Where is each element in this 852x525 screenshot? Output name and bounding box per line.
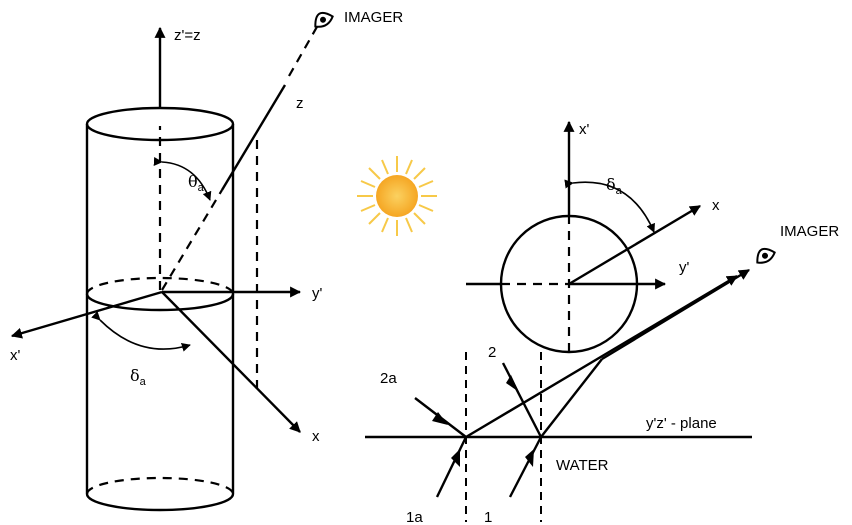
- imager-label-right: IMAGER: [780, 223, 839, 240]
- reflected-ray-right-ext: [601, 268, 750, 361]
- ray-1a: [435, 436, 468, 498]
- view-axis-upper: [288, 24, 319, 77]
- imager-label-left: IMAGER: [344, 9, 403, 26]
- delta-label-left: δa: [130, 366, 147, 388]
- sun-icon: [357, 156, 437, 236]
- view-axis: [220, 84, 287, 191]
- right-reflection-diagram: x' y' x δa IMAGER y'z' - plane WATER: [365, 120, 839, 525]
- ray-2a-label: 2a: [380, 370, 397, 387]
- x-prime-label: x': [10, 347, 21, 364]
- reflected-ray-right: [540, 358, 603, 438]
- y-prime-label: y': [312, 285, 323, 302]
- delta-arc-right: [564, 179, 655, 233]
- x-label-right: x: [712, 197, 720, 214]
- cylinder-top: [85, 106, 235, 142]
- cylinder-bottom-front: [85, 493, 235, 512]
- left-cylinder-diagram: z'=z z IMAGER θa y' x' x δa: [10, 9, 403, 512]
- z-label: z: [296, 95, 304, 112]
- ray-1-arrow: [525, 449, 534, 467]
- eye-icon: [314, 11, 334, 28]
- theta-label: θa: [188, 172, 205, 194]
- eye-icon: [756, 247, 776, 264]
- x-axis: [161, 291, 301, 433]
- delta-label-right: δa: [606, 175, 623, 197]
- ray-1a-label: 1a: [406, 509, 423, 525]
- ray-2: [501, 362, 543, 438]
- x-axis-right: [568, 204, 701, 286]
- z-prime-eq-z-label: z'=z: [174, 27, 201, 44]
- ray-2-arrow: [506, 375, 519, 392]
- cylinder-bottom-back: [85, 476, 235, 495]
- ray-1-label: 1: [484, 509, 492, 525]
- view-axis-dashed: [161, 189, 223, 291]
- reflected-ray-left: [465, 274, 738, 439]
- x-label: x: [312, 428, 320, 445]
- water-label: WATER: [556, 457, 609, 474]
- plane-label: y'z' - plane: [646, 415, 717, 432]
- ray-2-label: 2: [488, 344, 496, 361]
- ray-2a-arrow: [432, 412, 448, 425]
- cylinder-mid-front: [85, 293, 235, 312]
- x-prime-label-right: x': [579, 121, 590, 138]
- x-prime-axis: [10, 290, 163, 339]
- delta-arc: [91, 311, 191, 352]
- ray-1: [508, 436, 543, 498]
- y-prime-label-right: y': [679, 259, 690, 276]
- cylinder: [85, 106, 235, 512]
- ray-1a-arrow: [451, 449, 460, 467]
- theta-arc: [153, 157, 212, 201]
